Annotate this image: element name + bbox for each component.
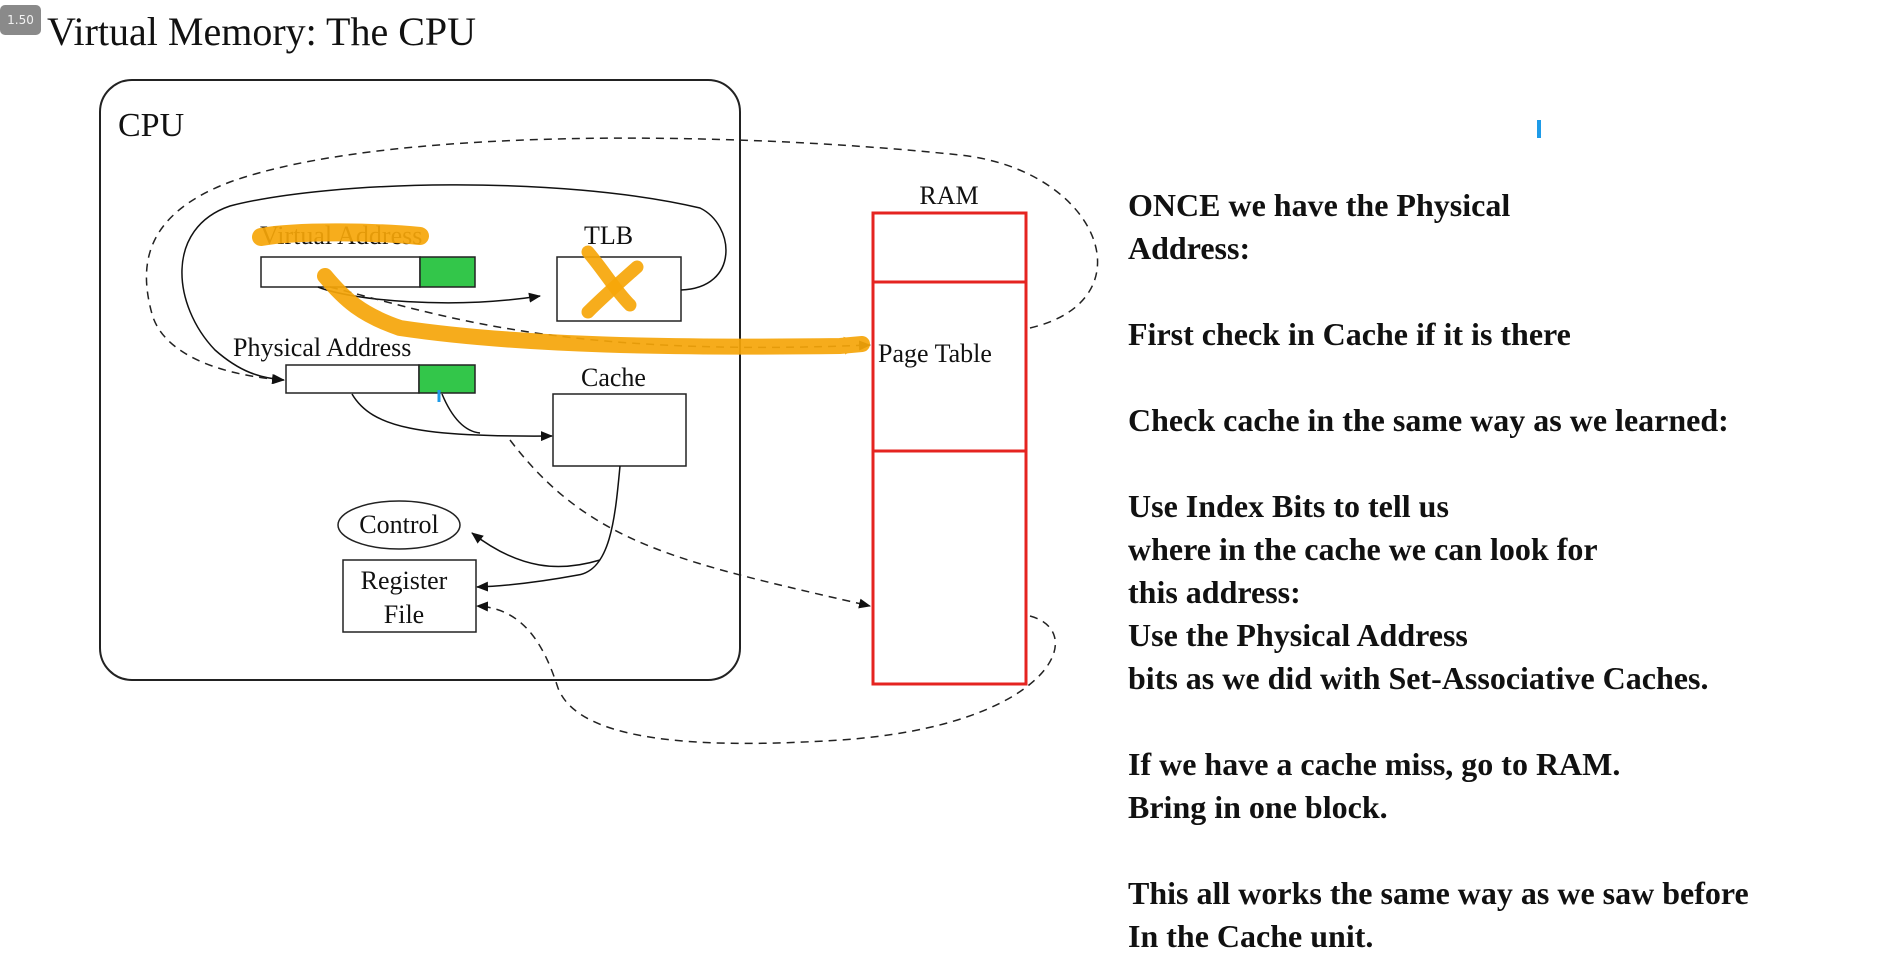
- note-line: Bring in one block.: [1128, 789, 1388, 825]
- note-line: Use the Physical Address: [1128, 617, 1468, 653]
- pa-to-cache-arrow-2: [441, 393, 481, 434]
- ram-label: RAM: [919, 181, 978, 210]
- page-table-loop-dashed: [145, 137, 1099, 385]
- cache-label: Cache: [581, 363, 646, 392]
- note-line: In the Cache unit.: [1128, 918, 1374, 954]
- cache-to-register-arrow: [476, 465, 621, 592]
- note-line: bits as we did with Set-Associative Cach…: [1128, 660, 1709, 696]
- physical-address-label: Physical Address: [233, 333, 411, 362]
- register-file-label-line2: File: [384, 600, 424, 629]
- note-line: If we have a cache miss, go to RAM.: [1128, 746, 1621, 782]
- note-line: Address:: [1128, 230, 1251, 266]
- tlb-to-pa-arrow: [181, 184, 727, 385]
- control-unit: [337, 500, 461, 550]
- register-file-label-line1: Register: [361, 566, 448, 595]
- cpu-label: CPU: [118, 107, 184, 144]
- virtual-address-bits: [419, 256, 476, 288]
- note-line: ONCE we have the Physical: [1128, 187, 1511, 223]
- physical-address-bits: [418, 364, 476, 394]
- slide-notes: ONCE we have the Physical Address: First…: [1128, 184, 1868, 958]
- note-line: Use Index Bits to tell us: [1128, 488, 1449, 524]
- note-line: where in the cache we can look for: [1128, 531, 1598, 567]
- note-line: This all works the same way as we saw be…: [1128, 875, 1749, 911]
- page-table-label: Page Table: [878, 339, 992, 368]
- cache-box: [552, 393, 687, 467]
- control-label: Control: [359, 510, 438, 539]
- pen-cursor-mark: [1537, 120, 1541, 138]
- highlight-arrow-to-page-table: [317, 268, 870, 355]
- playback-speed-badge[interactable]: 1.50: [0, 5, 41, 35]
- pa-to-cache-arrow-1: [351, 393, 553, 442]
- tlb-label: TLB: [584, 221, 633, 250]
- register-file-box: [342, 559, 477, 633]
- note-line: First check in Cache if it is there: [1128, 316, 1571, 352]
- note-line: this address:: [1128, 574, 1301, 610]
- highlight-virtual-address: [252, 223, 429, 246]
- highlight-x-stroke-2: [581, 260, 644, 319]
- cache-to-control-arrow: [471, 532, 601, 568]
- slide-title: Virtual Memory: The CPU: [47, 9, 477, 54]
- highlight-x-stroke-1: [581, 245, 637, 312]
- ram-to-register-dashed: [476, 601, 1056, 745]
- cpu-box: [99, 79, 741, 681]
- note-line: Check cache in the same way as we learne…: [1128, 402, 1729, 438]
- ram-box: [871, 211, 1028, 686]
- physical-address-register: [285, 364, 420, 394]
